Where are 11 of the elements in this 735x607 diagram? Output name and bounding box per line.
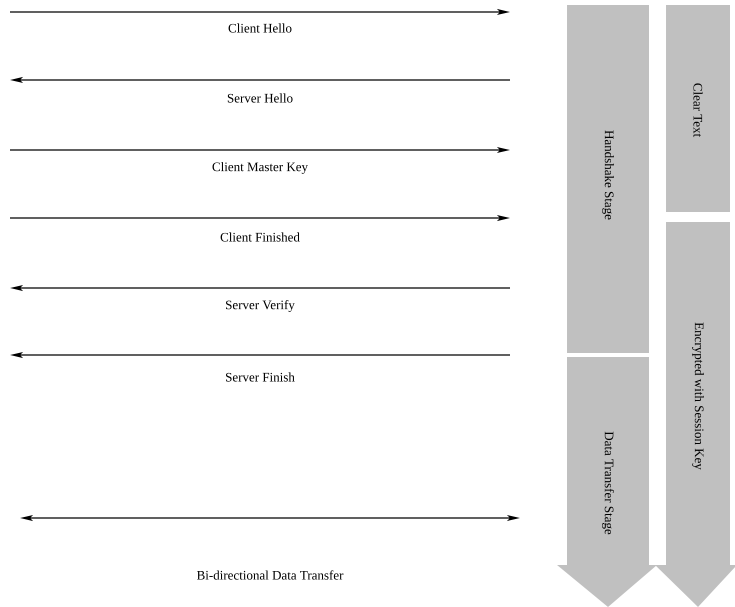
stage-band: Data Transfer Stage — [557, 357, 657, 607]
stage-band: Encrypted with Session Key — [655, 222, 735, 607]
stage-band: Handshake Stage — [567, 5, 649, 353]
stage-band: Clear Text — [666, 5, 730, 212]
message-label: Server Verify — [226, 300, 295, 312]
message-label: Client Finished — [220, 232, 300, 242]
message-label: Bi-directional Data Transfer — [196, 570, 344, 580]
message-label: Client Hello — [228, 23, 292, 33]
message-label: Server Hello — [228, 93, 293, 103]
message-label: Client Master Key — [212, 162, 308, 174]
message-label: Server Finish — [226, 372, 295, 382]
